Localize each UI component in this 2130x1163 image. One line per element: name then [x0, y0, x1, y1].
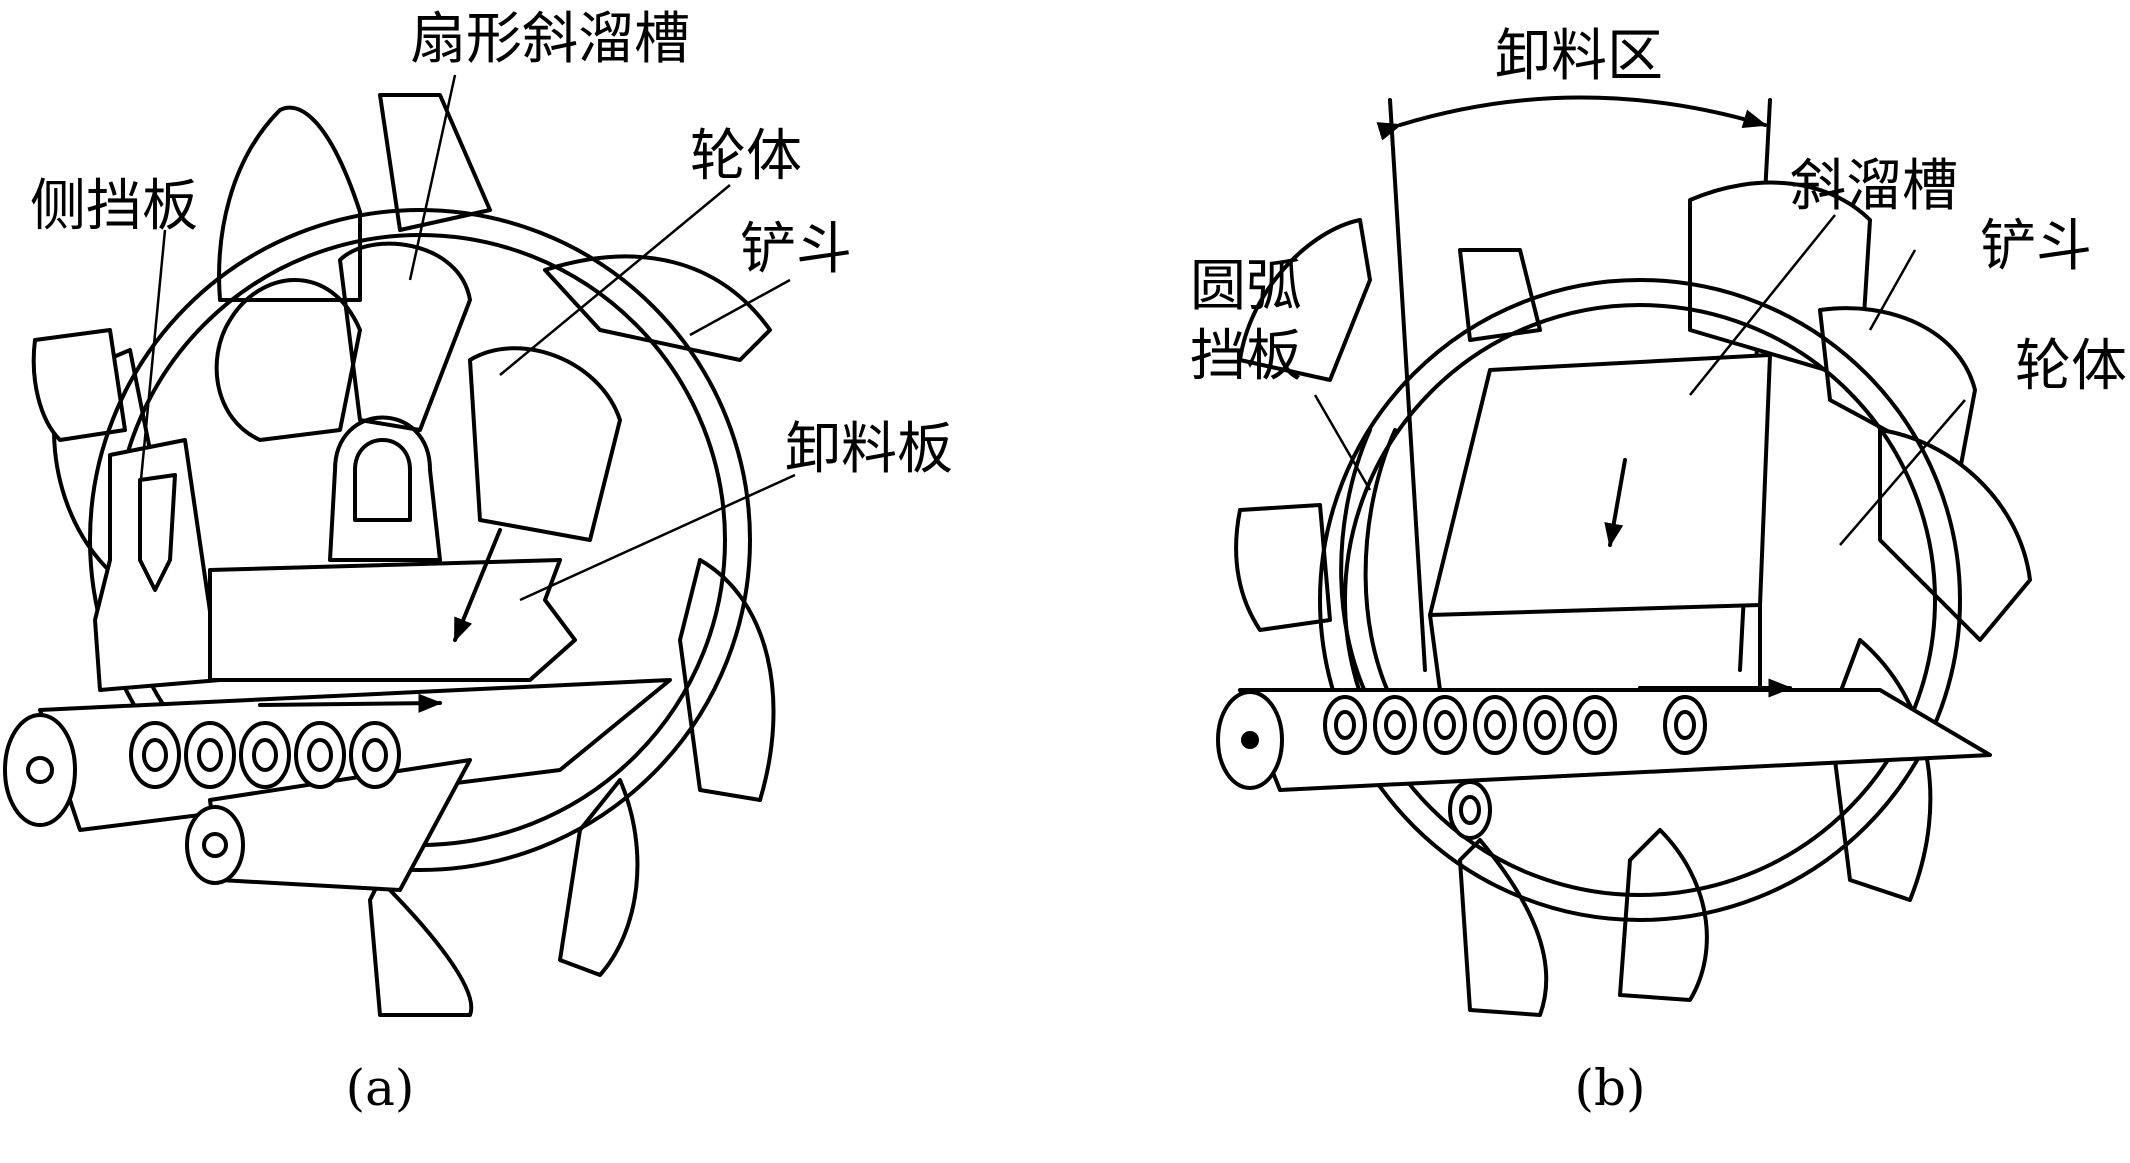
figure-b-label-arc-baffle-line2: 挡板 — [1190, 324, 1302, 389]
figure-b-wheel-rim-inner — [1343, 303, 1937, 897]
figure-a-label-sector-chute: 扇形斜溜槽 — [410, 7, 690, 72]
figure-a-wheel-rim-outer — [88, 208, 752, 872]
figure-b: 卸料区 斜溜槽 圆弧 挡板 铲斗 轮体 (b) — [1190, 24, 2127, 1117]
figure-b-arc-baffle-inner — [1363, 428, 1402, 717]
figure-a-label-wheel-body: 轮体 — [690, 124, 802, 189]
figure-b-wheel-rim-outer — [1318, 278, 1962, 922]
figure-a-caption: (a) — [346, 1059, 415, 1117]
figure-a-conveyor — [3, 678, 672, 892]
figure-a-label-discharge-plate: 卸料板 — [785, 417, 953, 482]
figure-b-caption: (b) — [1574, 1059, 1645, 1117]
figure-b-label-bucket: 铲斗 — [1980, 214, 2092, 279]
figure-a-side-baffle — [93, 438, 222, 692]
figure-a-sector-chute — [214, 241, 622, 562]
figure-b-chute-base — [1428, 603, 1762, 692]
figure-b-label-chute: 斜溜槽 — [1790, 154, 1958, 219]
figure-a-flow-arrow-down — [453, 528, 502, 643]
figure-a: 扇形斜溜槽 侧挡板 轮体 铲斗 卸料板 (a) — [3, 7, 953, 1117]
figure-a-label-bucket: 铲斗 — [740, 217, 852, 282]
figure-b-conveyor — [1216, 678, 1992, 840]
figure-a-baffle-slot — [138, 473, 177, 592]
figure-a-label-side-baffle: 侧挡板 — [30, 174, 198, 239]
figure-b-label-discharge-zone: 卸料区 — [1495, 24, 1663, 89]
figure-b-label-wheel-body: 轮体 — [2015, 334, 2127, 399]
figure-a-discharge-plate — [208, 558, 577, 682]
figure-a-leaders — [138, 74, 796, 602]
figure-b-label-arc-baffle-line1: 圆弧 — [1190, 254, 1302, 319]
figure-b-leaders — [1313, 214, 1966, 546]
figure-b-flow-arrow-down — [1604, 458, 1627, 548]
figure-b-chute — [1428, 353, 1772, 617]
